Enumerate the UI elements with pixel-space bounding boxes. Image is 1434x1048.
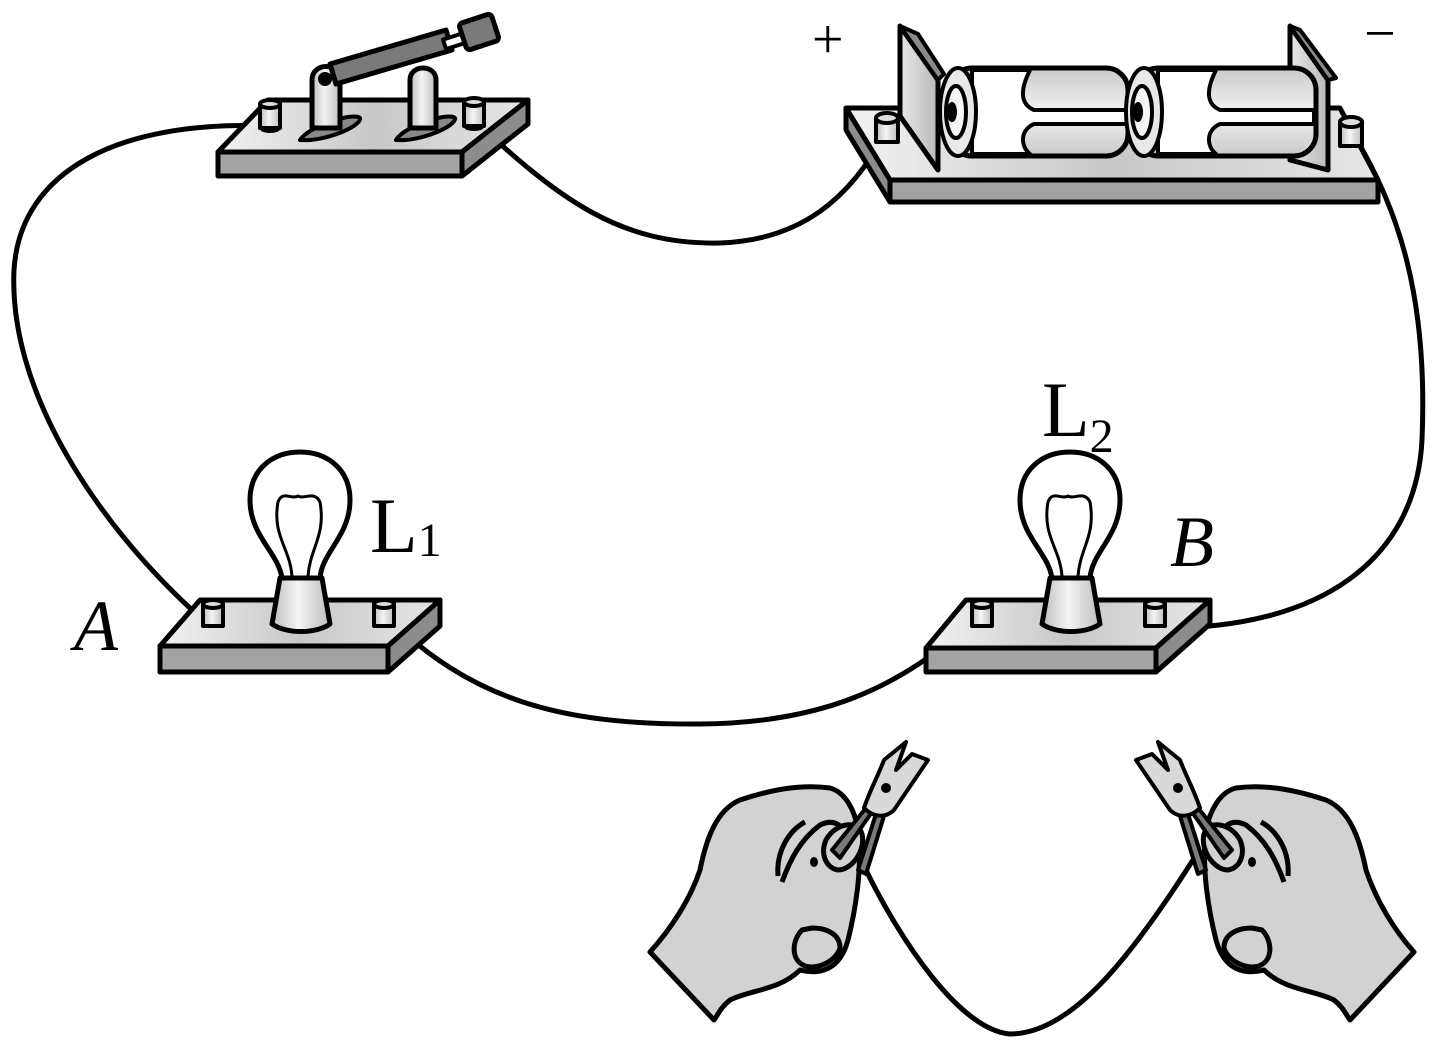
test-lead-wire: [863, 849, 1201, 1037]
wire-bulb-l1-to-bulb-l2: [381, 611, 983, 727]
bulb-l2-terminal-b: [1143, 598, 1167, 628]
switch-terminal-right: [462, 96, 486, 131]
wire-switch-to-bulb-l1: [11, 123, 271, 629]
bulb-l1-terminal-right: [372, 598, 396, 628]
circuit-wires: [11, 117, 1426, 727]
wire-battery-to-bulb-l2: [1155, 129, 1426, 631]
battery-negative-label: −: [1364, 3, 1396, 65]
knife-switch: [215, 11, 531, 179]
point-b-label: B: [1170, 502, 1214, 582]
point-a-label: A: [70, 586, 119, 666]
wire-switch-to-battery: [471, 117, 890, 246]
bulb-l2-label: L2: [1042, 366, 1114, 463]
bulb-l1-terminal-a: [201, 598, 225, 628]
battery-cell-1: [938, 65, 1131, 159]
bulb-l1-label: L1: [370, 482, 442, 569]
battery-holder: [843, 23, 1381, 205]
battery-cell-2: [1124, 65, 1319, 159]
left-hand: [647, 740, 930, 1023]
bulb-l2-terminal-left: [970, 598, 994, 628]
right-hand: [1134, 740, 1417, 1023]
battery-terminal-negative: [1338, 115, 1364, 148]
switch-terminal-left: [258, 98, 282, 133]
test-lead: [647, 740, 1417, 1037]
bulb-l2: [923, 449, 1213, 675]
bulb-l1: [157, 449, 443, 675]
battery-terminal-positive: [874, 111, 900, 144]
battery-positive-label: +: [812, 9, 844, 71]
